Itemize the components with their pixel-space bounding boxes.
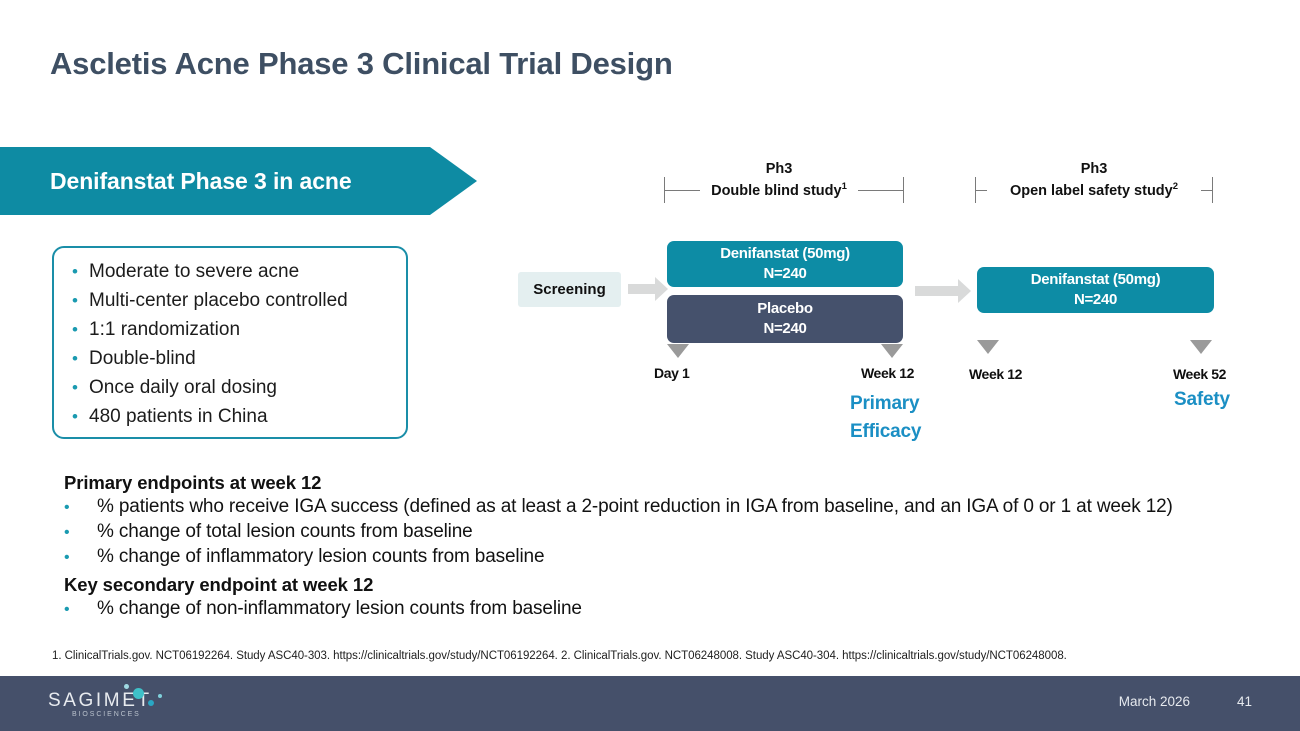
logo: SAGIMET BIOSCIENCES	[48, 684, 198, 722]
logo-dot-mid-icon	[148, 700, 154, 706]
bracket-left-stem	[975, 190, 987, 191]
timepoint-marker-week52	[1190, 340, 1212, 354]
bullet-dot-icon: •	[64, 524, 70, 541]
timepoint-marker-day1	[667, 344, 689, 358]
annotation-line1: Safety	[1174, 389, 1230, 410]
list-item-label: 1:1 randomization	[89, 319, 241, 340]
list-item: • 480 patients in China	[72, 406, 406, 435]
phase-header-line1: Ph3	[1080, 161, 1108, 177]
timepoint-label-week12-b: Week 12	[969, 366, 1022, 382]
arrow-doubleblind-to-openlabel	[915, 279, 973, 303]
list-item-label: Multi-center placebo controlled	[89, 290, 348, 311]
bullet-dot-icon: •	[64, 549, 70, 566]
footer-page-number: 41	[1236, 694, 1252, 709]
arm-box-denifanstat-double-blind: Denifanstat (50mg) N=240	[667, 241, 903, 287]
phase-header-line2: Double blind study1	[711, 181, 847, 200]
bracket-left-stem	[664, 190, 700, 191]
page-title: Ascletis Acne Phase 3 Clinical Trial Des…	[50, 46, 673, 81]
list-item-label: % change of non-inflammatory lesion coun…	[97, 598, 582, 619]
arm-name: Denifanstat (50mg)	[1030, 270, 1161, 288]
list-item: • % change of inflammatory lesion counts…	[64, 546, 1294, 568]
bullet-dot-icon: •	[72, 378, 78, 397]
list-item: • % change of non-inflammatory lesion co…	[64, 598, 1294, 620]
list-item-label: % change of inflammatory lesion counts f…	[97, 546, 545, 567]
bullet-dot-icon: •	[72, 262, 78, 281]
bullet-dot-icon: •	[64, 499, 70, 516]
list-item-label: Double-blind	[89, 348, 196, 369]
timepoint-label-week12-a: Week 12	[861, 365, 914, 381]
bullet-dot-icon: •	[72, 407, 78, 426]
list-item: • % change of total lesion counts from b…	[64, 521, 1294, 543]
phase-bracket-double-blind	[664, 177, 904, 203]
list-item-label: % patients who receive IGA success (defi…	[97, 496, 1173, 517]
arrow-shaft	[915, 286, 959, 296]
logo-wordmark: SAGIMET	[48, 690, 152, 711]
arm-box-placebo: Placebo N=240	[667, 295, 903, 343]
trial-attributes-card: • Moderate to severe acne • Multi-center…	[52, 246, 408, 439]
list-item: • 1:1 randomization	[72, 319, 406, 348]
arm-n: N=240	[1073, 291, 1118, 308]
phase-bracket-open-label	[975, 177, 1213, 203]
bullet-dot-icon: •	[72, 320, 78, 339]
list-item: • Moderate to severe acne	[72, 261, 406, 290]
list-item: • Multi-center placebo controlled	[72, 290, 406, 319]
primary-endpoints-heading: Primary endpoints at week 12	[64, 472, 322, 493]
bullet-dot-icon: •	[72, 349, 78, 368]
timepoint-label-day1: Day 1	[654, 365, 690, 381]
list-item-label: Once daily oral dosing	[89, 377, 277, 398]
arrow-screening-to-arms	[628, 277, 668, 301]
section-banner: Denifanstat Phase 3 in acne	[0, 147, 477, 215]
phase-header-line2: Open label safety study2	[1009, 181, 1179, 200]
annotation-line1: Primary	[850, 393, 920, 414]
bracket-right-cap	[1212, 177, 1213, 203]
timepoint-label-week52: Week 52	[1173, 366, 1226, 382]
bullet-dot-icon: •	[72, 291, 78, 310]
arrow-head	[655, 277, 668, 301]
footnote-marker: 1	[841, 181, 847, 193]
footer-bar: SAGIMET BIOSCIENCES March 2026 41	[0, 676, 1300, 731]
list-item: • Once daily oral dosing	[72, 377, 406, 406]
list-item: • Double-blind	[72, 348, 406, 377]
logo-dot-small-icon	[124, 684, 129, 689]
screening-box: Screening	[518, 272, 621, 307]
timepoint-annotation-primary-efficacy: Primary Efficacy	[850, 390, 921, 445]
list-item: • % patients who receive IGA success (de…	[64, 496, 1294, 518]
phase-header-open-label: Ph3 Open label safety study2	[983, 158, 1205, 203]
arm-name: Denifanstat (50mg)	[720, 244, 850, 262]
timepoint-marker-week12-b	[977, 340, 999, 354]
arm-name: Placebo	[757, 299, 813, 317]
arm-box-denifanstat-open-label: Denifanstat (50mg) N=240	[977, 267, 1214, 313]
list-item-label: 480 patients in China	[89, 406, 268, 427]
logo-dot-large-icon	[133, 688, 144, 699]
bullet-dot-icon: •	[64, 601, 70, 618]
logo-dot-tiny-icon	[158, 694, 162, 698]
endpoints-section: Primary endpoints at week 12 • % patient…	[64, 472, 1294, 623]
bracket-right-cap	[903, 177, 904, 203]
arm-n: N=240	[763, 265, 807, 282]
arrow-shaft	[628, 284, 656, 294]
timepoint-annotation-safety: Safety	[1174, 386, 1230, 414]
bracket-right-stem	[858, 190, 904, 191]
annotation-line2: Efficacy	[850, 420, 922, 442]
list-item-label: % change of total lesion counts from bas…	[97, 521, 473, 542]
logo-subtitle: BIOSCIENCES	[72, 711, 141, 718]
footnote-marker: 2	[1172, 181, 1179, 193]
phase-header-line1: Ph3	[765, 161, 793, 177]
secondary-endpoint-heading: Key secondary endpoint at week 12	[64, 574, 374, 595]
trial-design-diagram: Ph3 Double blind study1 Ph3 Open label s…	[518, 158, 1230, 445]
bracket-right-stem	[1201, 190, 1213, 191]
section-banner-label: Denifanstat Phase 3 in acne	[50, 167, 352, 194]
arm-n: N=240	[763, 320, 807, 337]
timepoint-marker-week12-a	[881, 344, 903, 358]
arrow-head	[958, 279, 971, 303]
phase-header-double-blind: Ph3 Double blind study1	[668, 158, 890, 203]
footnotes: 1. ClinicalTrials.gov. NCT06192264. Stud…	[52, 650, 1067, 662]
footer-date: March 2026	[1118, 694, 1190, 709]
list-item-label: Moderate to severe acne	[89, 261, 300, 282]
